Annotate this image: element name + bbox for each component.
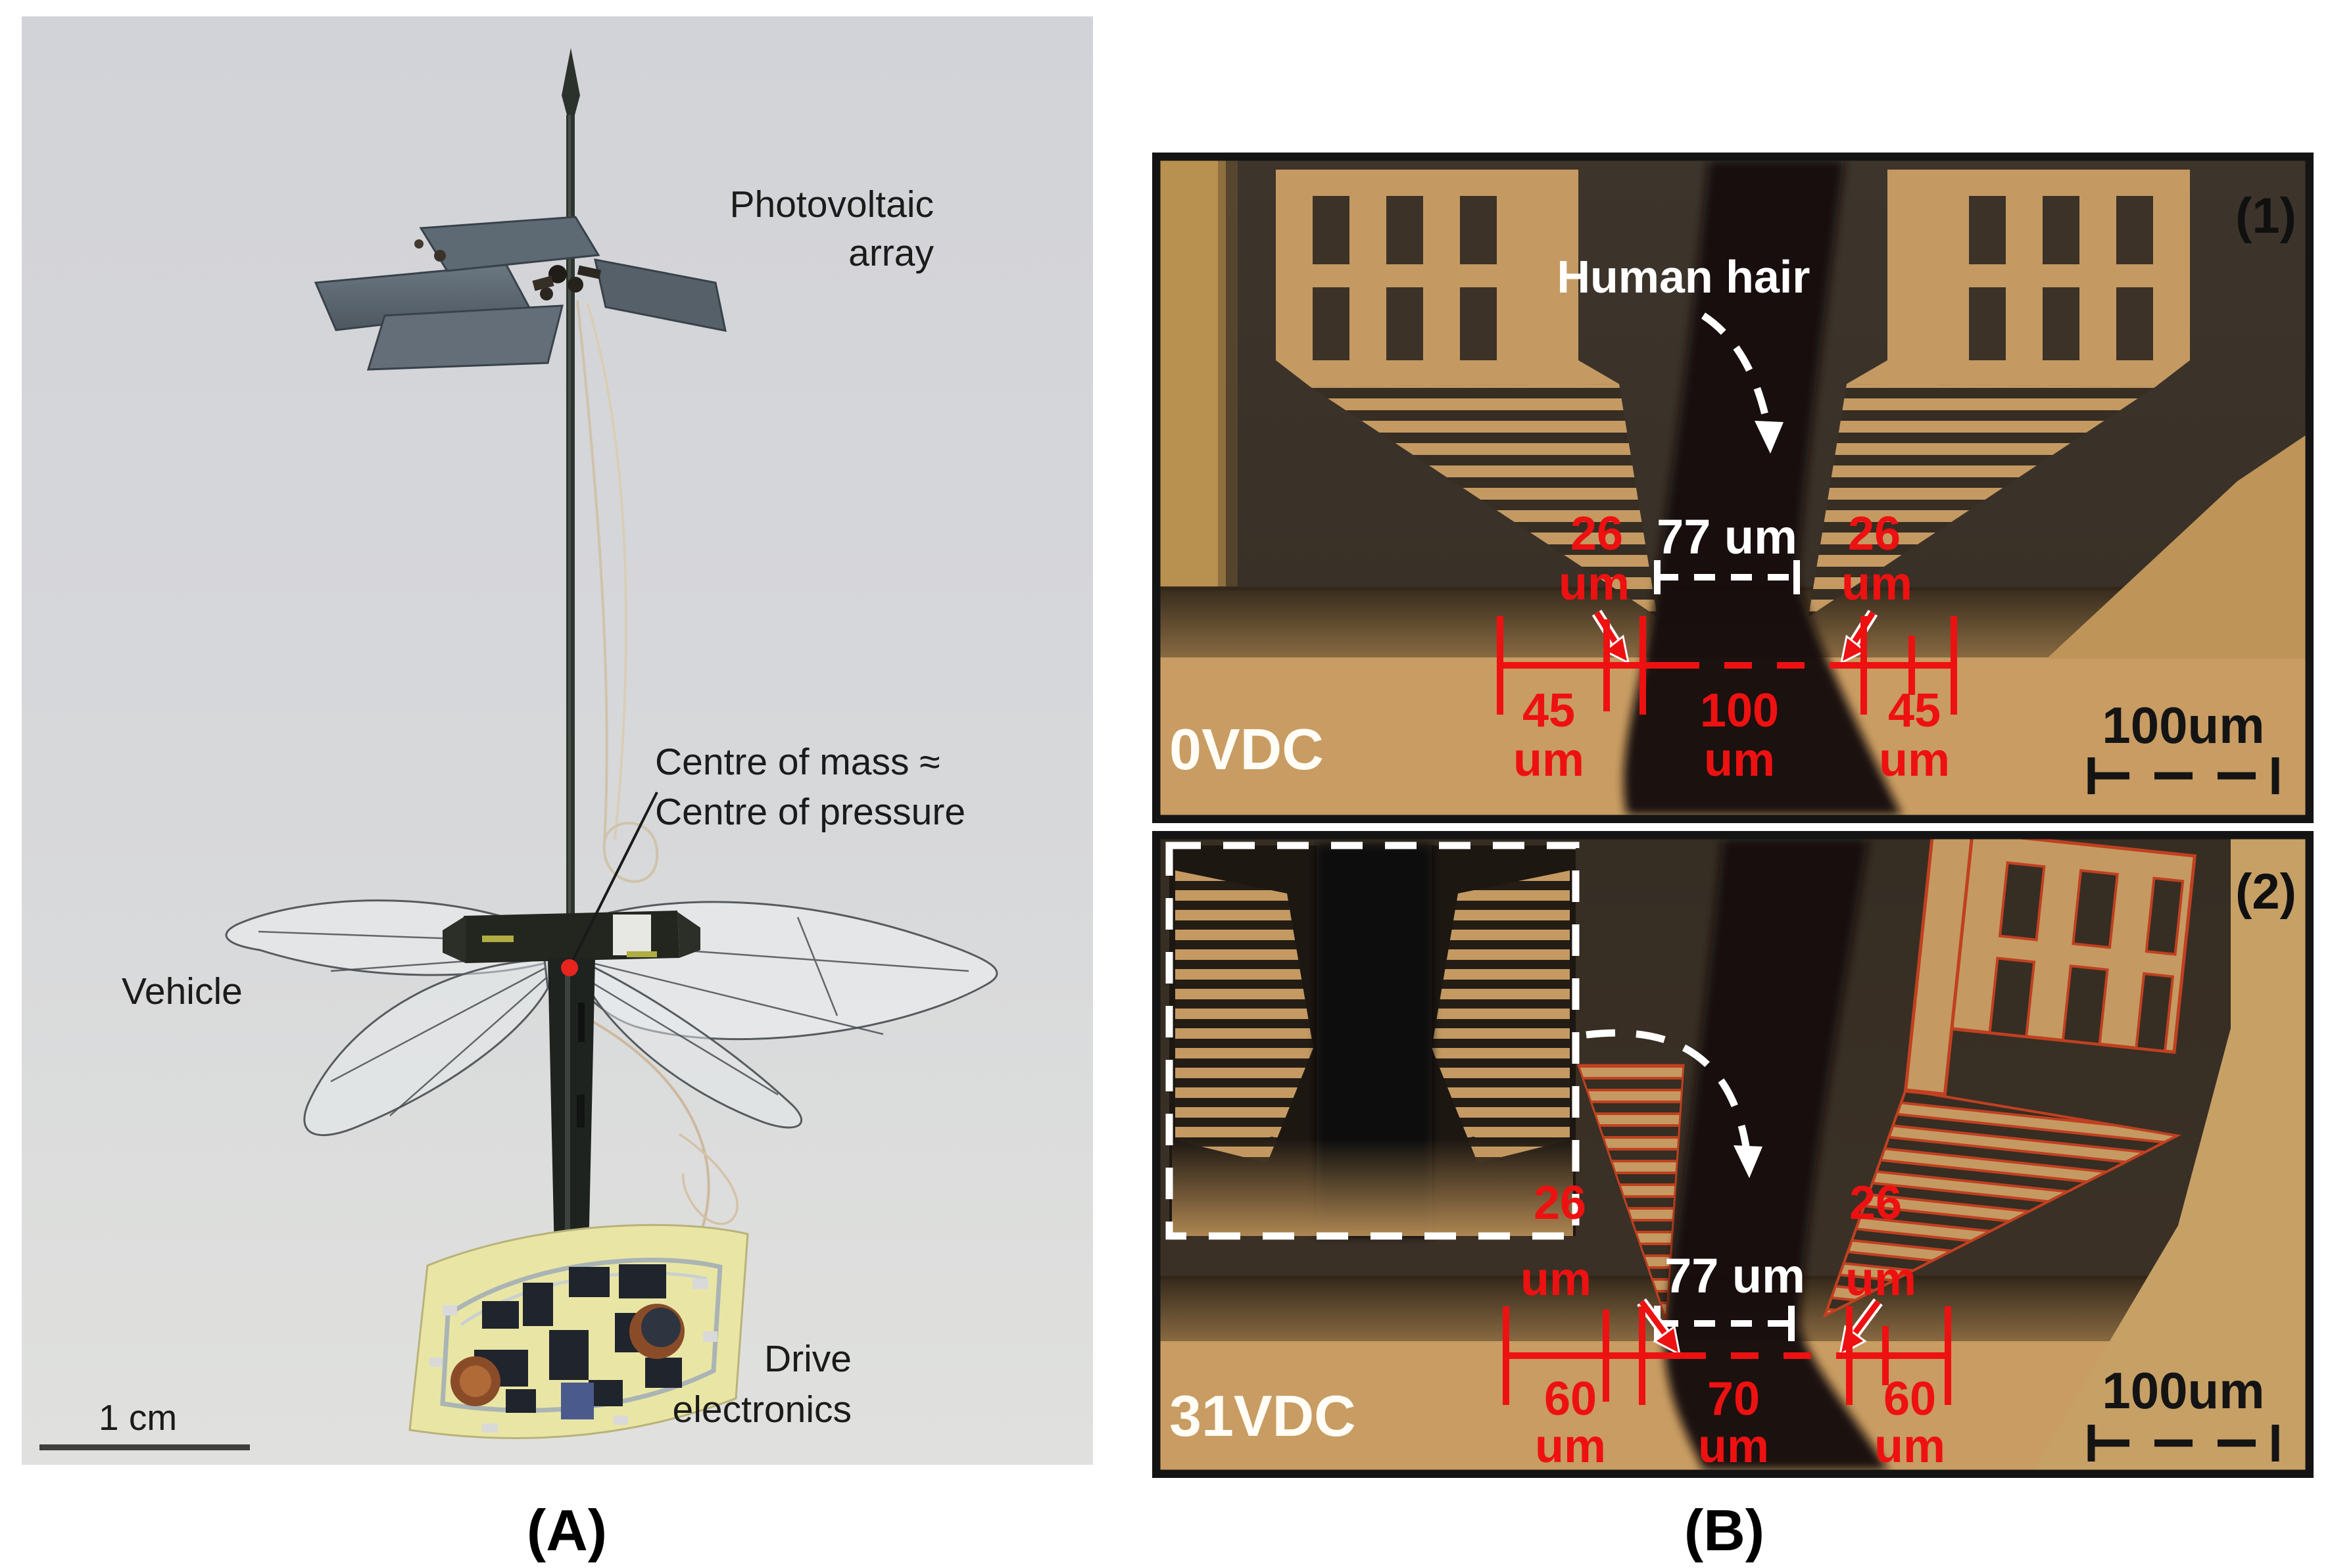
measure-1a-unit: um bbox=[1513, 734, 1584, 786]
measure-2b-unit: um bbox=[1698, 1420, 1769, 1473]
gripper-left bbox=[1276, 170, 1657, 617]
measure-2a-value: 60 bbox=[1544, 1373, 1597, 1425]
panel-b-letter: (B) bbox=[1684, 1498, 1765, 1563]
gap-right-value-2: 26 bbox=[1849, 1177, 1902, 1229]
micrograph-31vdc: 77 um 26 um 26 um bbox=[1152, 831, 2314, 1478]
measure-1c-value: 45 bbox=[1888, 684, 1941, 737]
human-hair-1 bbox=[1624, 160, 1902, 815]
micrograph-0vdc: Human hair 77 um 26 um 26 um bbox=[1152, 153, 2314, 823]
support-mast bbox=[562, 48, 580, 924]
photovoltaic-label-line2: array bbox=[848, 232, 934, 274]
hair-pointer-arc-icon bbox=[1701, 312, 1771, 425]
scale-bar-2 bbox=[2087, 1425, 2279, 1461]
gold-edge-column bbox=[1160, 160, 1226, 657]
power-wires bbox=[576, 300, 739, 1267]
measure-2b-value: 70 bbox=[1707, 1373, 1760, 1425]
wing-veins bbox=[258, 916, 969, 1116]
measure-1c-unit: um bbox=[1879, 734, 1950, 786]
drive-electronics-board bbox=[408, 1224, 749, 1439]
inset-zoom-box bbox=[1165, 842, 1580, 1240]
measurement-labels-1: 45 um 100 um 45 um bbox=[1513, 684, 1950, 786]
inset-comb-right bbox=[1432, 870, 1570, 1163]
inset-comb-left bbox=[1175, 870, 1313, 1163]
scale-label-2: 100um bbox=[2102, 1362, 2264, 1419]
gripper-right bbox=[1808, 170, 2190, 617]
gripper-right-energized bbox=[1822, 839, 2197, 1319]
scale-bar-label: 1 cm bbox=[99, 1397, 177, 1438]
index-label-1: (1) bbox=[2235, 188, 2296, 244]
voltage-label-1: 0VDC bbox=[1169, 717, 1324, 782]
panel-a-letter: (A) bbox=[526, 1498, 608, 1563]
gap-labels-2: 26 um 26 um bbox=[1520, 1177, 1916, 1306]
drive-label-line1: Drive bbox=[764, 1338, 852, 1380]
gap-left-value-2: 26 bbox=[1534, 1177, 1586, 1229]
measure-2c-unit: um bbox=[1874, 1420, 1945, 1473]
gripper-left-energized bbox=[1576, 1064, 1685, 1321]
centre-label-line2: Centre of pressure bbox=[655, 791, 965, 833]
hair-pointer-arrowhead-icon bbox=[1755, 421, 1784, 454]
hair-width-label-1: 77 um bbox=[1657, 510, 1797, 564]
inset-pointer-arrowhead-icon bbox=[1734, 1145, 1762, 1178]
measure-1b-unit: um bbox=[1704, 734, 1775, 786]
micrograph1-border bbox=[1152, 153, 2314, 823]
human-hair-2 bbox=[1664, 839, 1889, 1470]
blue-component bbox=[561, 1383, 594, 1419]
scale-bar-1 bbox=[2087, 757, 2279, 794]
photovoltaic-array bbox=[314, 216, 727, 371]
drive-label-line2: electronics bbox=[673, 1389, 852, 1431]
centre-label-line1: Centre of mass ≈ bbox=[655, 741, 940, 783]
vehicle-label: Vehicle bbox=[122, 970, 243, 1012]
gap-right-unit-1: um bbox=[1841, 558, 1912, 610]
index-label-2: (2) bbox=[2235, 864, 2296, 920]
array-hub bbox=[414, 239, 602, 300]
gap-right-unit-2: um bbox=[1845, 1253, 1916, 1306]
solder-pads bbox=[429, 1279, 717, 1433]
panel-a-photo: Photovoltaic array Centre of mass ≈ Cent… bbox=[22, 16, 1093, 1465]
measurement-line-1 bbox=[1497, 616, 1957, 715]
measure-1a-value: 45 bbox=[1522, 684, 1575, 737]
measurement-labels-2: 60 um 70 um 60 um bbox=[1535, 1373, 1945, 1473]
centre-of-mass-dot bbox=[561, 959, 578, 976]
measure-2a-unit: um bbox=[1535, 1420, 1606, 1473]
gap-left-unit-1: um bbox=[1559, 558, 1630, 610]
scale-label-1: 100um bbox=[2102, 696, 2264, 754]
inset-stage-fade bbox=[1172, 1139, 1573, 1236]
wing-left-lower bbox=[303, 959, 549, 1137]
wing-right-lower bbox=[571, 955, 802, 1129]
wing-actuator bbox=[443, 911, 700, 963]
gap-labels-1: 26 um 26 um bbox=[1559, 508, 1912, 610]
scale-bar-line bbox=[39, 1444, 250, 1450]
gap-left-value-1: 26 bbox=[1570, 508, 1623, 560]
measure-1b-value: 100 bbox=[1700, 684, 1779, 737]
photovoltaic-label-line1: Photovoltaic bbox=[729, 183, 934, 226]
inductor-coils bbox=[450, 1304, 685, 1406]
micrograph2-border bbox=[1152, 831, 2314, 1478]
gold-edge-shade bbox=[1218, 160, 1238, 657]
inset-dashed-border bbox=[1165, 842, 1580, 1240]
measure-2c-value: 60 bbox=[1883, 1373, 1936, 1425]
hair-width-label-2: 77 um bbox=[1664, 1248, 1805, 1303]
gap-right-value-1: 26 bbox=[1848, 508, 1901, 560]
centre-pointer-line bbox=[571, 792, 658, 961]
voltage-label-2: 31VDC bbox=[1169, 1383, 1356, 1448]
gap-left-unit-2: um bbox=[1520, 1253, 1591, 1306]
inset-pointer-arc-icon bbox=[1586, 1029, 1750, 1147]
gold-right-field bbox=[2033, 839, 2306, 1470]
measurement-line-2 bbox=[1503, 1306, 1951, 1405]
human-hair-label: Human hair bbox=[1557, 251, 1810, 302]
hair-width-bracket-1 bbox=[1654, 560, 1800, 594]
gold-right-wedge bbox=[2047, 435, 2306, 659]
